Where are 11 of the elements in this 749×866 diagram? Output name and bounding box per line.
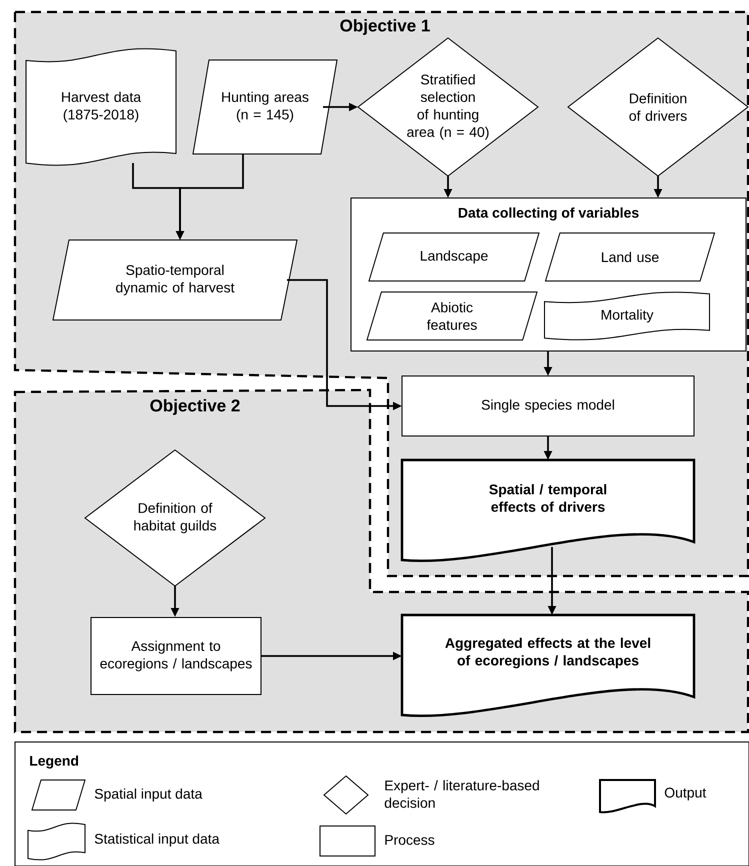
output-document: Aggregated effects at the level of ecoregions / landscapes bbox=[400, 614, 696, 718]
data-sheet: Mortality bbox=[544, 292, 710, 340]
process-box: Single species model bbox=[402, 376, 694, 436]
output-document: Spatial / temporal effects of drivers bbox=[400, 458, 696, 562]
legend-text: Process bbox=[385, 835, 434, 845]
legend-text: Expert- / literature-based decision bbox=[384, 780, 539, 808]
legend-text: Statistical input data bbox=[94, 833, 220, 847]
legend-text: Output bbox=[664, 788, 706, 800]
process-box: Assignment to ecoregions / landscapes bbox=[90, 617, 262, 695]
legend-title: Legend bbox=[30, 755, 78, 769]
legend-text: Spatial input data bbox=[94, 788, 202, 802]
